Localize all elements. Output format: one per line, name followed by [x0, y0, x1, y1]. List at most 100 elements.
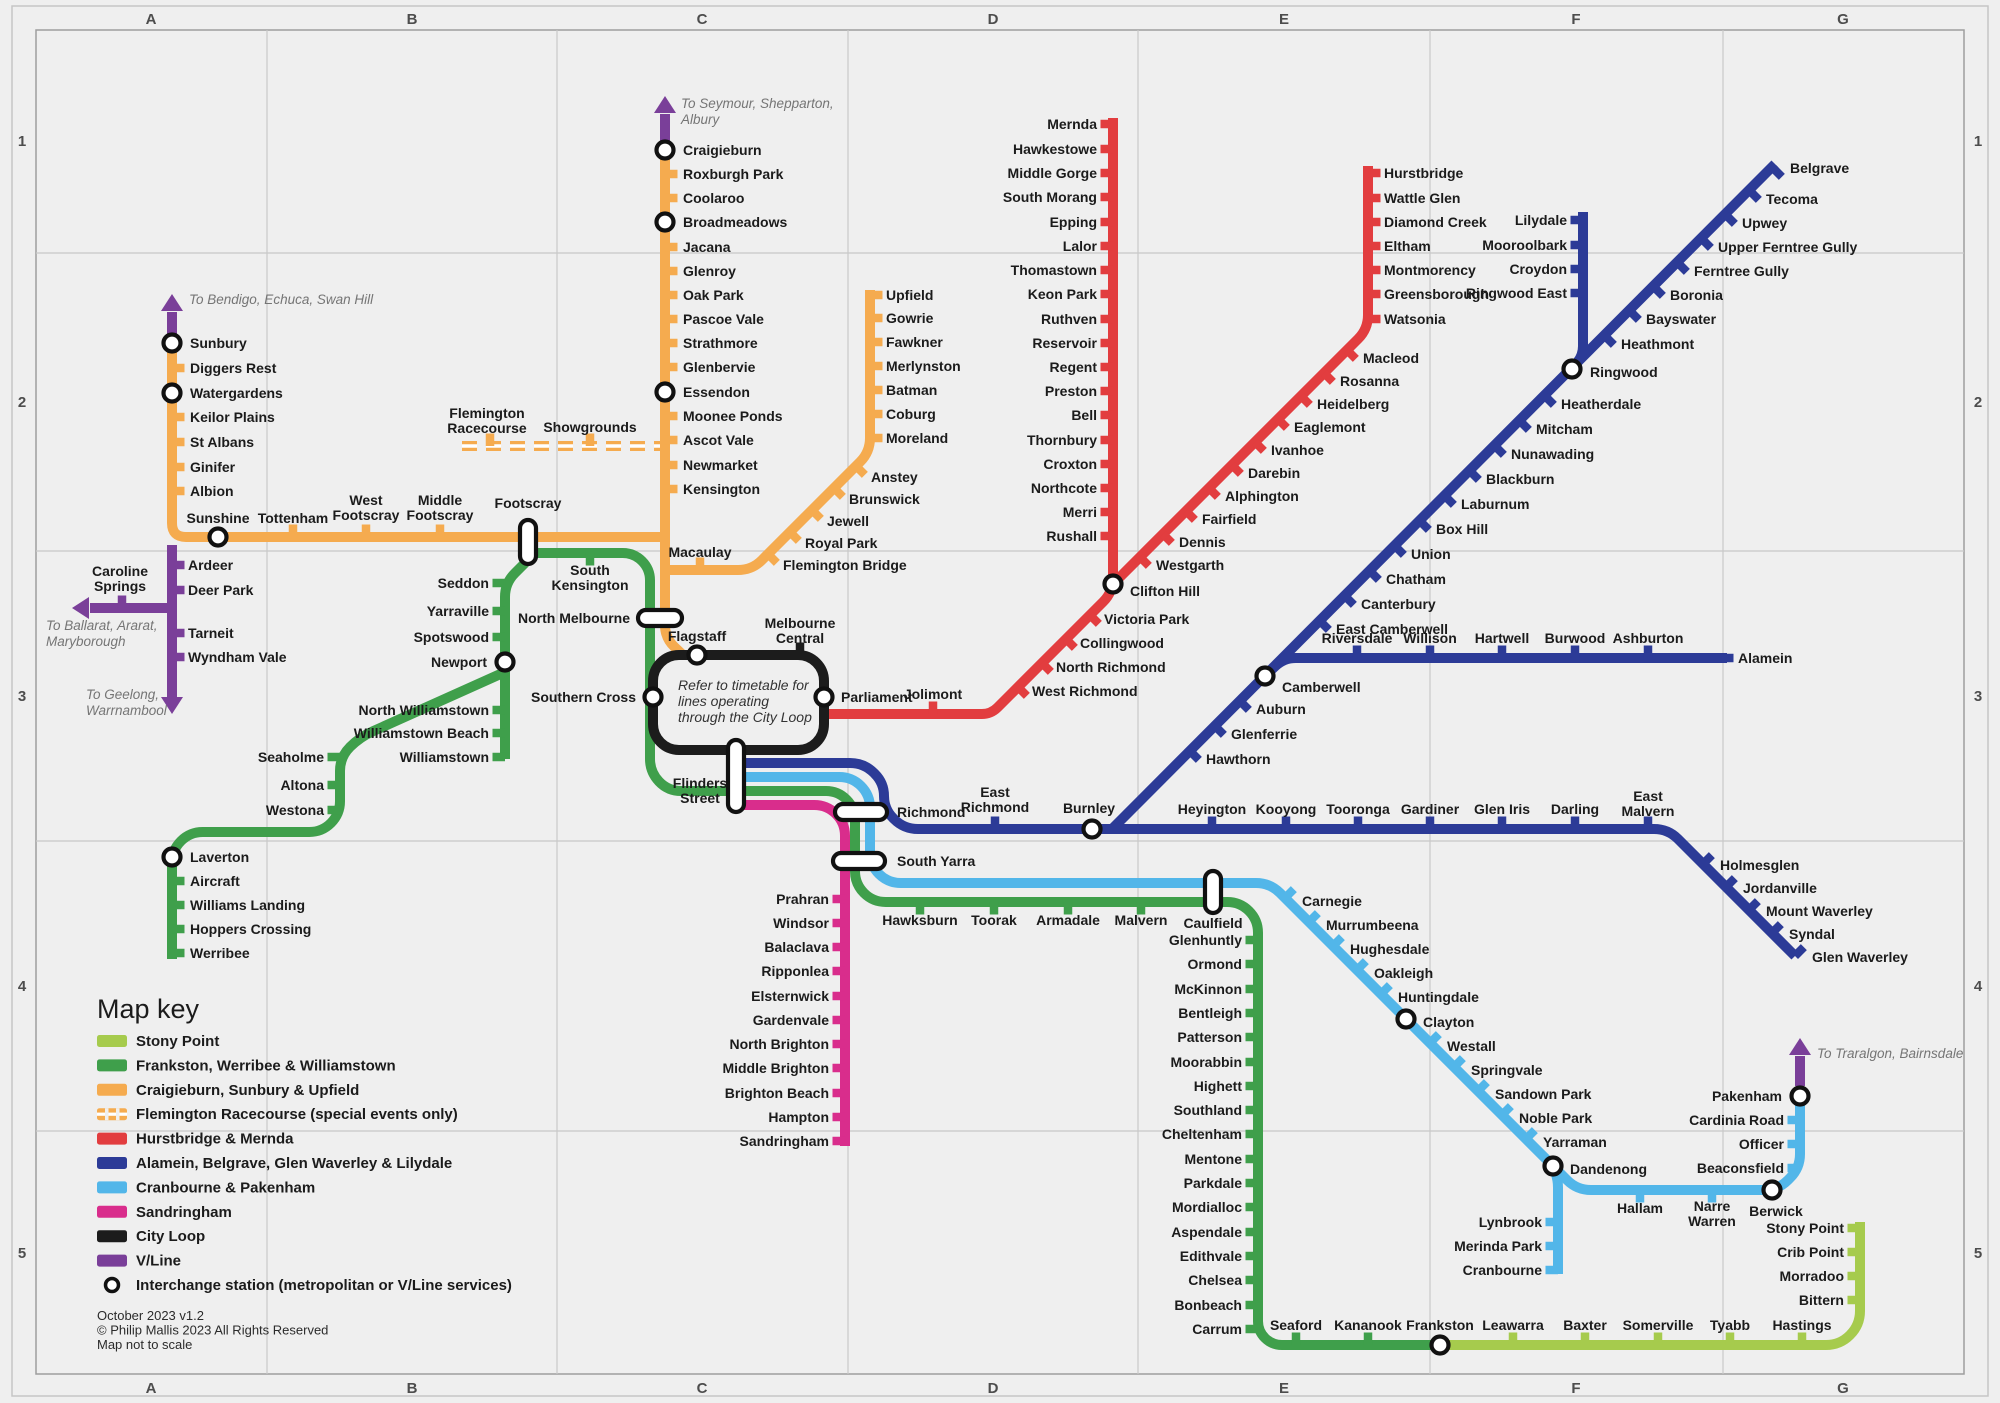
station-label-leawarra: Leawarra: [1482, 1317, 1544, 1333]
dashed-swatch-gap: [105, 1108, 109, 1121]
station-label-wattle-glen: Wattle Glen: [1384, 190, 1461, 206]
station-tick: [1426, 1031, 1442, 1047]
line-colour-swatch: [97, 1059, 127, 1072]
station-label-westona: Westona: [266, 802, 324, 818]
line-colour-swatch: [97, 1035, 127, 1047]
station-label-hurstbridge: Hurstbridge: [1384, 165, 1464, 181]
station-label-richmond: Richmond: [897, 804, 965, 820]
interchange-richmond: [832, 801, 890, 823]
station-east-camberwell: [1316, 617, 1332, 633]
station-tecoma: [1746, 187, 1762, 203]
station-label-officer: Officer: [1739, 1136, 1785, 1152]
line-colour-swatch: [97, 1132, 127, 1145]
interchange-circle-sunshine: [207, 526, 229, 548]
station-label-macaulay: Macaulay: [668, 544, 731, 560]
station-label-tarneit: Tarneit: [188, 625, 234, 641]
station-holmesglen: [1699, 852, 1715, 868]
station-tick: [1491, 442, 1507, 458]
station-anstey: [852, 462, 868, 478]
line-colour-swatch: [97, 1230, 127, 1243]
station-label-hastings: Hastings: [1772, 1317, 1831, 1333]
station-label-aspendale: Aspendale: [1171, 1224, 1242, 1240]
station-tick: [1516, 417, 1532, 433]
station-label-reservoir: Reservoir: [1032, 335, 1097, 351]
grid-column-label-bottom: F: [1571, 1380, 1580, 1397]
station-label-diggers-rest: Diggers Rest: [190, 360, 277, 376]
station-tick: [1062, 635, 1078, 651]
station-label-laburnum: Laburnum: [1461, 496, 1529, 512]
interchange-circle-camberwell: [1254, 665, 1276, 687]
station-tick: [1746, 187, 1762, 203]
station-label-box-hill: Box Hill: [1436, 521, 1488, 537]
station-label-armadale: Armadale: [1036, 912, 1100, 928]
interchange-south-yarra: [830, 850, 888, 872]
station-label-strathmore: Strathmore: [683, 335, 758, 351]
interchange-circle-broadmeadows: [654, 211, 676, 233]
vline-arrow-geelong-head: [161, 697, 183, 714]
station-boronia: [1650, 283, 1666, 299]
station-brunswick: [830, 484, 846, 500]
station-label-flemington-bridge: Flemington Bridge: [783, 557, 907, 573]
station-tick: [1136, 553, 1152, 569]
line-alamein-belgrave-glen-waverley-lilydale-segment: [1108, 160, 1779, 833]
legend-item-interchange-station-metropolitan-or-v-line-services: Interchange station (metropolitan or V/L…: [103, 1276, 512, 1294]
station-label-southland: Southland: [1174, 1102, 1242, 1118]
station-label-jordanville: Jordanville: [1743, 880, 1817, 896]
station-label-riversdale: Riversdale: [1322, 630, 1393, 646]
line-frankston-werribee-williamstown-segment: [520, 548, 740, 796]
station-label-st-albans: St Albans: [190, 434, 254, 450]
grid-column-label-top: F: [1571, 11, 1580, 28]
grid-row-label-left: 5: [18, 1245, 26, 1262]
station-tick: [830, 484, 846, 500]
station-label-eaglemont: Eaglemont: [1294, 419, 1366, 435]
station-label-sandringham: Sandringham: [740, 1133, 829, 1149]
station-label-malvern: Malvern: [1115, 912, 1168, 928]
station-label-crib-point: Crib Point: [1777, 1244, 1844, 1260]
station-label-deer-park: Deer Park: [188, 582, 254, 598]
station-label-gowrie: Gowrie: [886, 310, 934, 326]
station-label-seddon: Seddon: [438, 575, 489, 591]
interchange-circle-sunbury: [161, 332, 183, 354]
station-label-williamstown: Williamstown: [400, 749, 489, 765]
station-tick: [1228, 461, 1244, 477]
vline-destination-note: To Geelong,Warrnambool: [86, 687, 168, 718]
station-glenferrie: [1211, 722, 1227, 738]
station-label-montmorency: Montmorency: [1384, 262, 1476, 278]
station-label-laverton: Laverton: [190, 849, 249, 865]
station-label-tottenham: Tottenham: [258, 510, 329, 526]
station-label-boronia: Boronia: [1670, 287, 1723, 303]
station-label-huntingdale: Huntingdale: [1398, 989, 1479, 1005]
station-tick: [1320, 369, 1336, 385]
station-tick: [1699, 852, 1715, 868]
map-inner-frame: [35, 29, 1965, 1375]
station-tick: [1601, 332, 1617, 348]
station-label-west-richmond: West Richmond: [1032, 683, 1138, 699]
station-tick: [1441, 492, 1457, 508]
station-label-westgarth: Westgarth: [1156, 557, 1224, 573]
station-huntingdale: [1377, 982, 1393, 998]
station-tick: [1251, 438, 1267, 454]
station-label-gardiner: Gardiner: [1401, 801, 1460, 817]
station-label-rosanna: Rosanna: [1340, 373, 1399, 389]
station-label-edithvale: Edithvale: [1180, 1248, 1242, 1264]
dashed-swatch-gap: [116, 1108, 120, 1121]
station-label-ferntree-gully: Ferntree Gully: [1694, 263, 1789, 279]
line-craigieburn-sunbury-upfield-segment: [167, 340, 665, 542]
station-label-bell: Bell: [1071, 407, 1097, 423]
station-label-sunshine: Sunshine: [186, 510, 249, 526]
interchange-circle-parliament: [813, 686, 835, 708]
station-tick: [1498, 1103, 1514, 1119]
station-label-merri: Merri: [1063, 504, 1097, 520]
interchange-footscray: [517, 517, 539, 567]
station-label-werribee: Werribee: [190, 945, 250, 961]
legend-item-alamein-belgrave-glen-waverley-lilydale: Alamein, Belgrave, Glen Waverley & Lilyd…: [97, 1155, 452, 1172]
station-label-auburn: Auburn: [1256, 701, 1306, 717]
station-label-middle-brighton: Middle Brighton: [722, 1060, 829, 1076]
station-label-camberwell: Camberwell: [1282, 679, 1361, 695]
grid-row-label-right: 4: [1974, 978, 1983, 995]
station-label-north-williamstown: North Williamstown: [358, 702, 489, 718]
station-label-burwood: Burwood: [1545, 630, 1606, 646]
